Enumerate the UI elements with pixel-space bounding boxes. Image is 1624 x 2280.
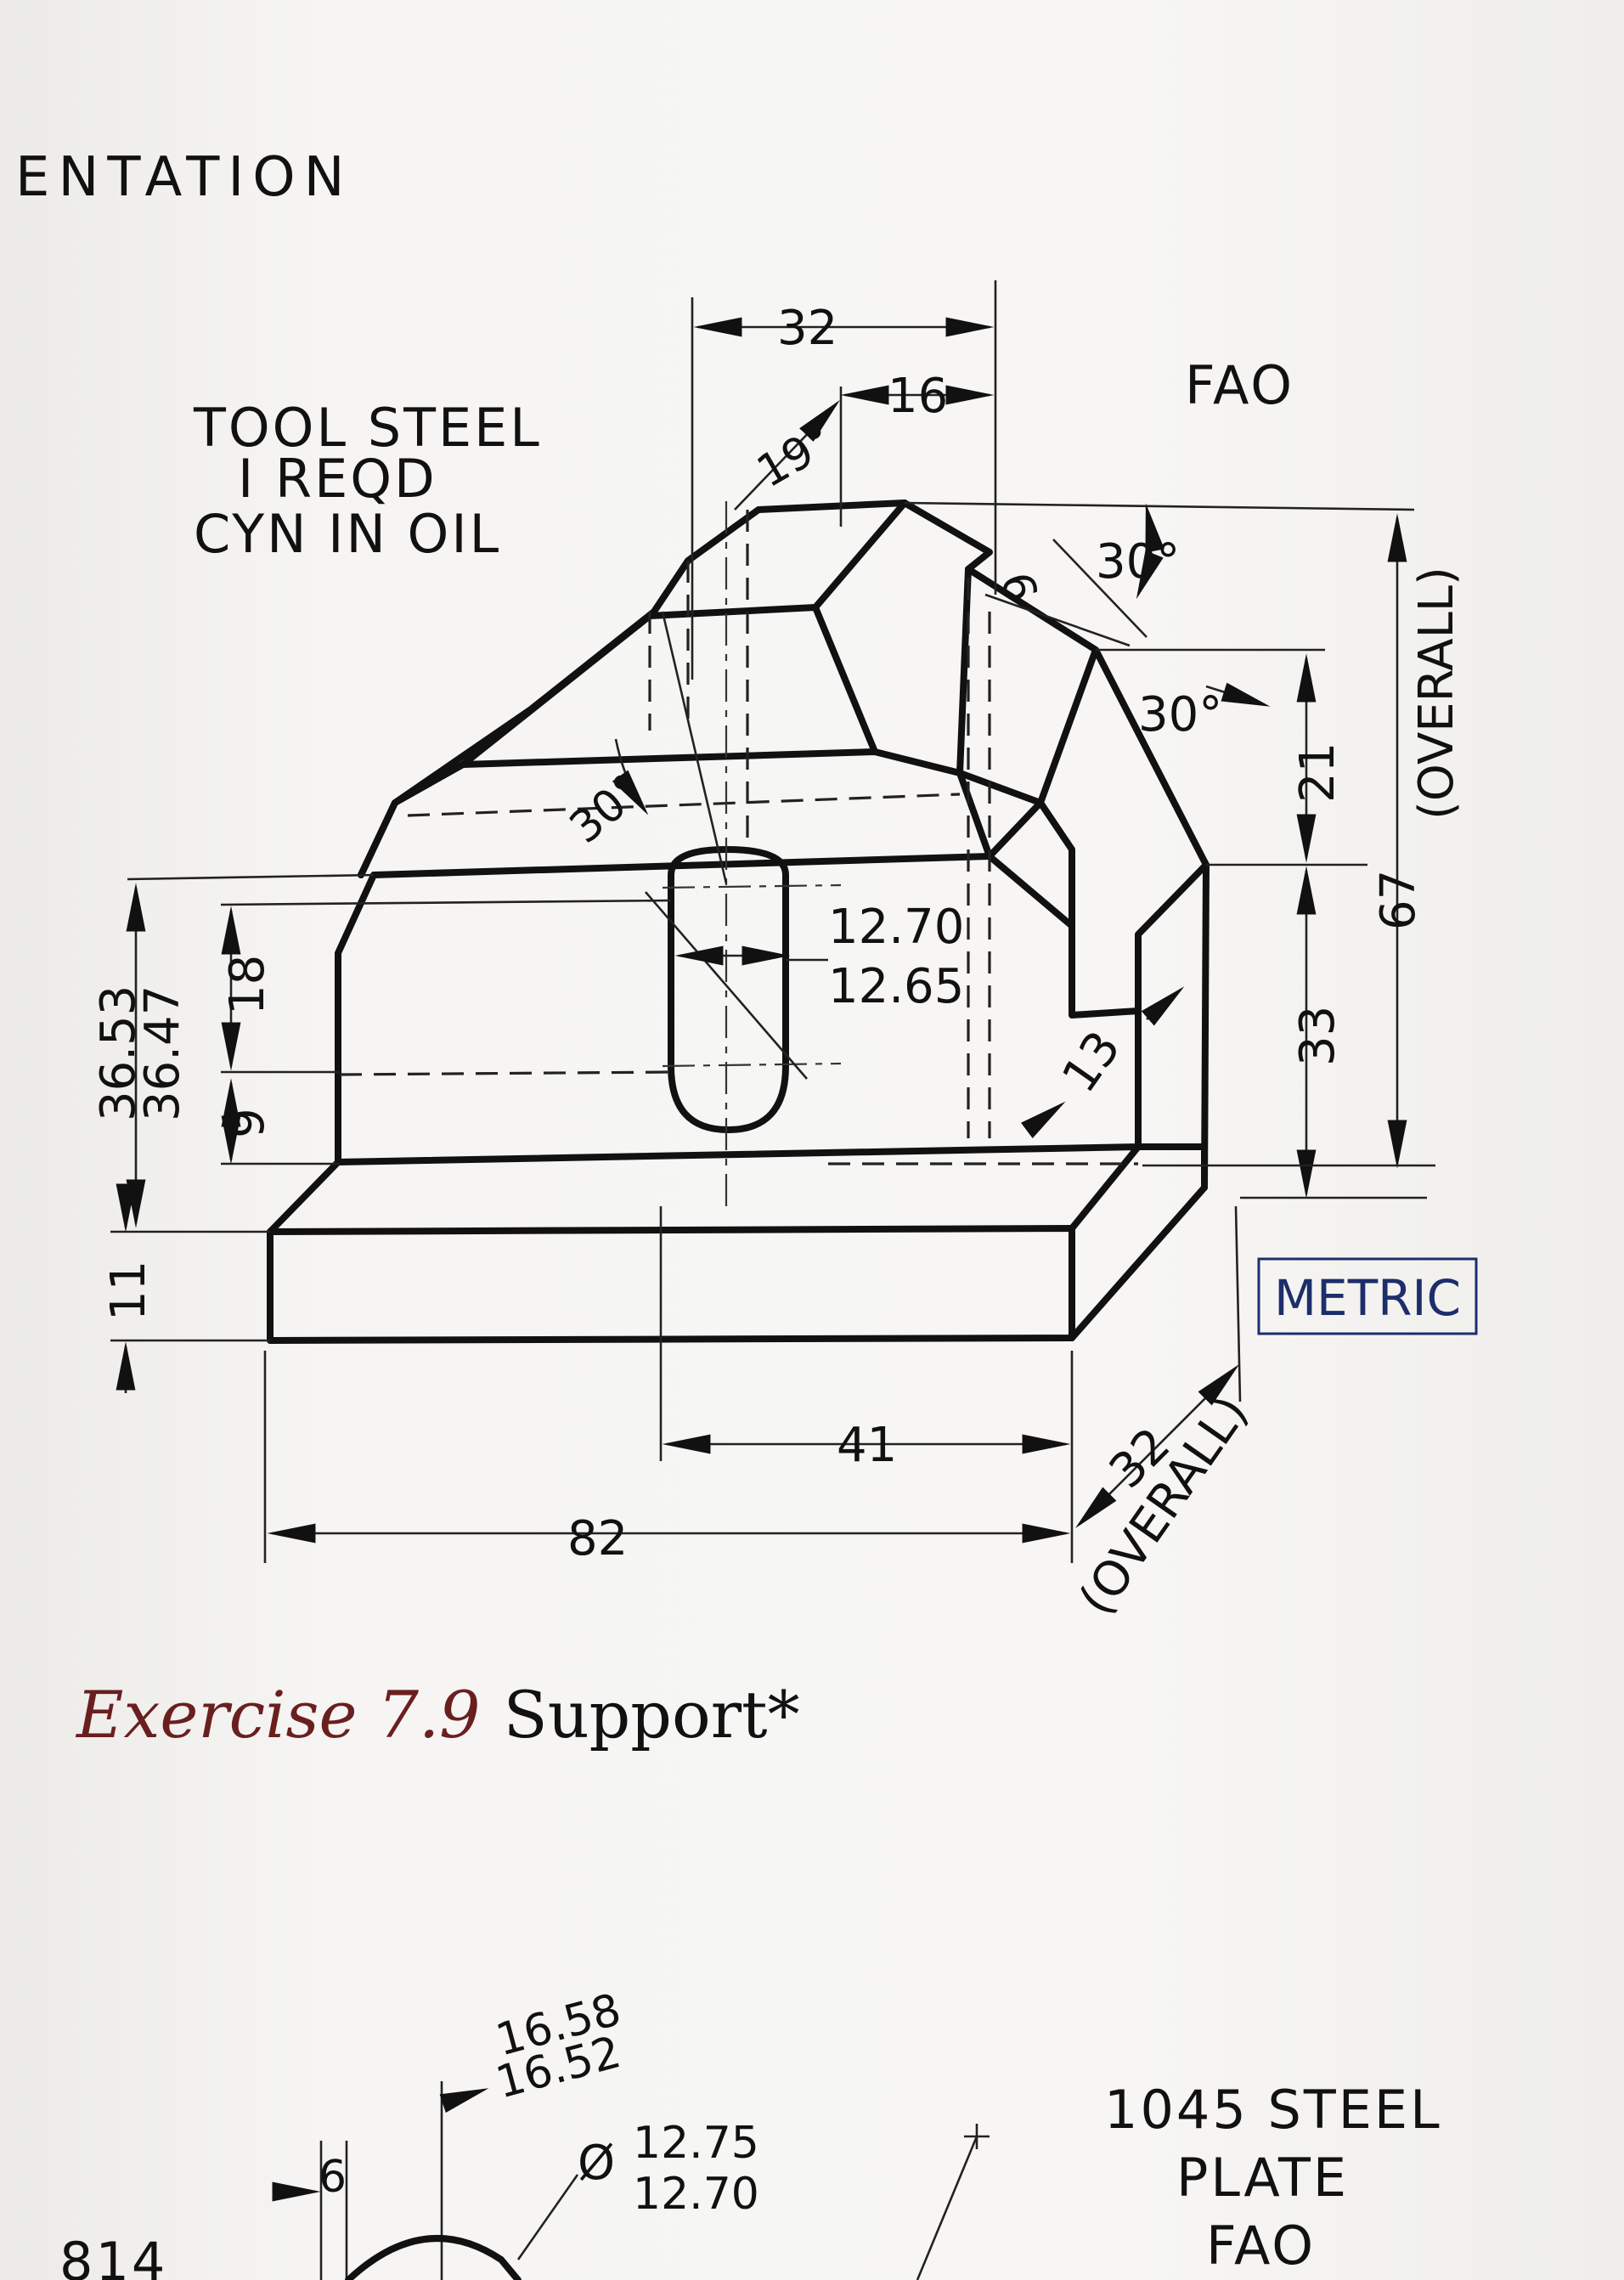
next-small-6: 6	[319, 2152, 347, 2203]
dim-angle-30-right: 30°	[1138, 687, 1222, 742]
material-line-2: I REQD	[238, 448, 437, 510]
dimension-lines	[110, 280, 1435, 1563]
dim-angle-30-center: 30°	[561, 765, 653, 854]
dim-base-82: 82	[567, 1511, 628, 1566]
next-material-line-3: FAO	[1206, 2215, 1316, 2277]
exercise-label: Exercise 7.9	[75, 1677, 481, 1752]
dim-left-lower: 36.47	[135, 985, 190, 1121]
page-margin-label: 814	[59, 2231, 167, 2280]
metric-badge-frame	[1257, 1257, 1478, 1335]
dim-overall-height: 67	[1371, 870, 1426, 930]
dim-ledge-13: 13	[1052, 1021, 1131, 1103]
exercise-caption: Exercise 7.9 Support*	[75, 1677, 800, 1752]
next-dia-lower: 12.70	[633, 2169, 759, 2220]
dim-height-33: 33	[1290, 1006, 1345, 1066]
dim-angle-30-top: 30°	[1096, 534, 1180, 590]
dim-top-width: 32	[777, 301, 837, 356]
exercise-title: Support*	[504, 1677, 800, 1752]
dim-angle-left: 19°	[749, 415, 843, 498]
dim-overall-height-note: (OVERALL)	[1409, 567, 1464, 820]
next-exercise-drawing	[272, 2081, 990, 2280]
dim-left-upper: 36.53	[91, 985, 146, 1121]
page-header: ENTATION	[15, 146, 352, 209]
dim-thickness-6: 6	[990, 567, 1046, 607]
support-object-lines	[267, 499, 1210, 1344]
dim-slot-upper: 12.70	[828, 900, 964, 955]
hidden-lines	[339, 510, 1138, 1165]
dim-base-11: 11	[101, 1261, 156, 1321]
metric-badge: METRIC	[1274, 1269, 1461, 1327]
dim-left-18: 18	[220, 955, 275, 1015]
dim-left-9: 9	[220, 1108, 275, 1138]
material-line-1: TOOL STEEL	[193, 397, 542, 459]
next-dia-symbol: Ø	[578, 2136, 615, 2191]
next-dia-upper: 12.75	[633, 2118, 759, 2169]
dim-slot-lower: 12.65	[828, 959, 964, 1014]
center-lines	[645, 501, 842, 1206]
material-note: TOOL STEEL I REQD CYN IN OIL	[193, 397, 542, 565]
material-line-3: CYN IN OIL	[194, 503, 501, 565]
dim-top-offset: 16	[888, 369, 948, 424]
next-material-line-2: PLATE	[1176, 2147, 1349, 2209]
dim-height-21: 21	[1290, 742, 1345, 803]
dim-base-41: 41	[837, 1418, 897, 1473]
finish-note: FAO	[1185, 354, 1294, 416]
next-material-line-1: 1045 STEEL	[1104, 2079, 1442, 2141]
